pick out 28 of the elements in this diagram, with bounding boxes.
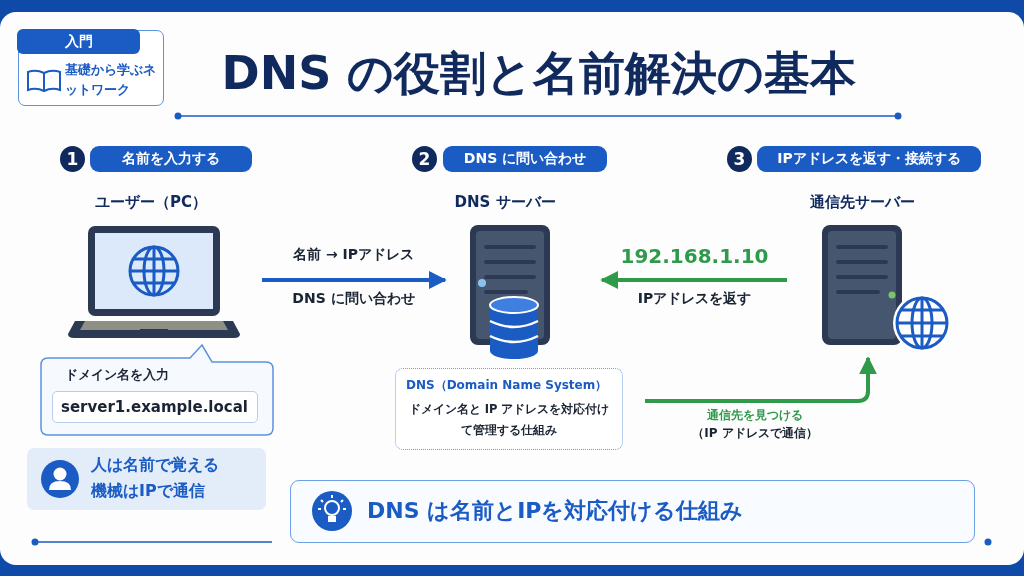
info-heading: DNS（Domain Name System） [406, 377, 609, 394]
input-field: server1.example.local [52, 391, 258, 423]
edge-note: IPアドレスを返す [636, 290, 753, 308]
edge-label: 名前 → IPアドレス [292, 246, 415, 264]
info-text: ドメイン名と IP アドレスを対応付けて管理する仕組み [407, 401, 611, 439]
edge-label: 192.168.1.10 [619, 243, 770, 269]
arrow [645, 356, 877, 403]
info-box [395, 368, 623, 450]
device-label: ユーザー（PC） [94, 191, 208, 213]
bubble-label: ドメイン名を入力 [65, 367, 170, 384]
note-text: 人は名前で覚える機械はIPで通信 [91, 454, 220, 502]
summary-box [290, 480, 975, 543]
edge-note: DNS に問い合わせ [291, 290, 416, 308]
note-box [27, 448, 266, 510]
course-tab: 入門 [17, 29, 140, 54]
summary-text: DNS は名前とIPを対応付ける仕組み [367, 497, 745, 525]
device-label: DNS サーバー [453, 191, 557, 213]
step-label: IPアドレスを返す・接続する [757, 146, 981, 172]
speech-bubble [40, 345, 274, 437]
badge-text: 基礎から学ぶネットワーク [65, 61, 157, 99]
step-label: 名前を入力する [90, 146, 252, 172]
edge-label: 通信先を見つける [706, 406, 804, 424]
edge-note: （IP アドレスで通信） [691, 424, 819, 442]
step-label: DNS に問い合わせ [443, 146, 607, 172]
title: DNS の役割と名前解決の基本 [220, 45, 858, 102]
arrow [262, 271, 447, 289]
device-label: 通信先サーバー [808, 191, 916, 213]
arrow [600, 271, 787, 289]
